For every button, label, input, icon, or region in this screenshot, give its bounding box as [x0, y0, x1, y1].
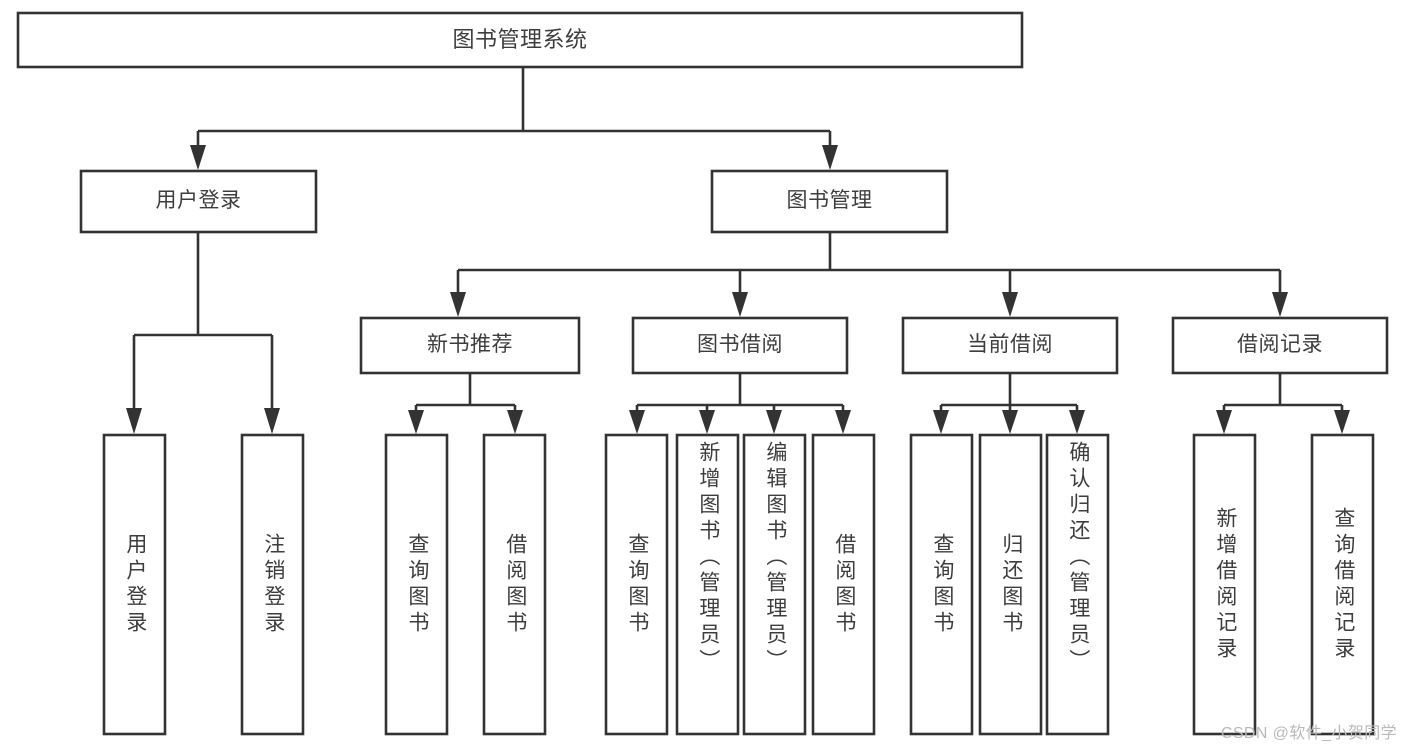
connector-current-borrow-to-leaves [933, 373, 1085, 434]
node-box-current-borrow[interactable] [901, 316, 1119, 375]
node-box-leaf-edit-book[interactable] [742, 433, 807, 736]
node-box-leaf-confirm-return[interactable] [1045, 433, 1110, 736]
node-box-leaf-query-book-1[interactable] [384, 433, 449, 736]
node-box-leaf-query-record[interactable] [1310, 433, 1375, 736]
node-box-leaf-return-book[interactable] [978, 433, 1043, 736]
csdn-watermark: CSDN @软件_小贺同学 [1220, 725, 1397, 742]
connector-book-manage-to-level3 [450, 232, 1288, 317]
node-box-root[interactable] [16, 11, 1024, 69]
node-box-new-book-recommend[interactable] [359, 316, 581, 375]
node-box-leaf-borrow-book-1[interactable] [482, 433, 547, 736]
node-box-leaf-user-login[interactable] [102, 433, 167, 736]
node-box-user-login[interactable] [79, 169, 318, 234]
node-box-leaf-add-book[interactable] [675, 433, 740, 736]
connector-borrow-record-to-leaves [1216, 373, 1350, 434]
node-box-leaf-user-logout[interactable] [240, 433, 305, 736]
node-box-leaf-query-book-2[interactable] [604, 433, 669, 736]
connector-root-to-level2 [190, 67, 838, 170]
connector-book-borrow-to-leaves [629, 373, 851, 434]
node-box-book-borrow[interactable] [631, 316, 849, 375]
node-box-leaf-query-book-3[interactable] [909, 433, 974, 736]
node-box-book-manage[interactable] [710, 169, 949, 234]
connector-new-book-recommend-to-leaves [408, 373, 523, 434]
node-box-borrow-record[interactable] [1171, 316, 1389, 375]
connector-user-login-to-leaves [126, 232, 280, 434]
node-box-leaf-borrow-book-2[interactable] [811, 433, 876, 736]
node-box-leaf-add-record[interactable] [1192, 433, 1257, 736]
